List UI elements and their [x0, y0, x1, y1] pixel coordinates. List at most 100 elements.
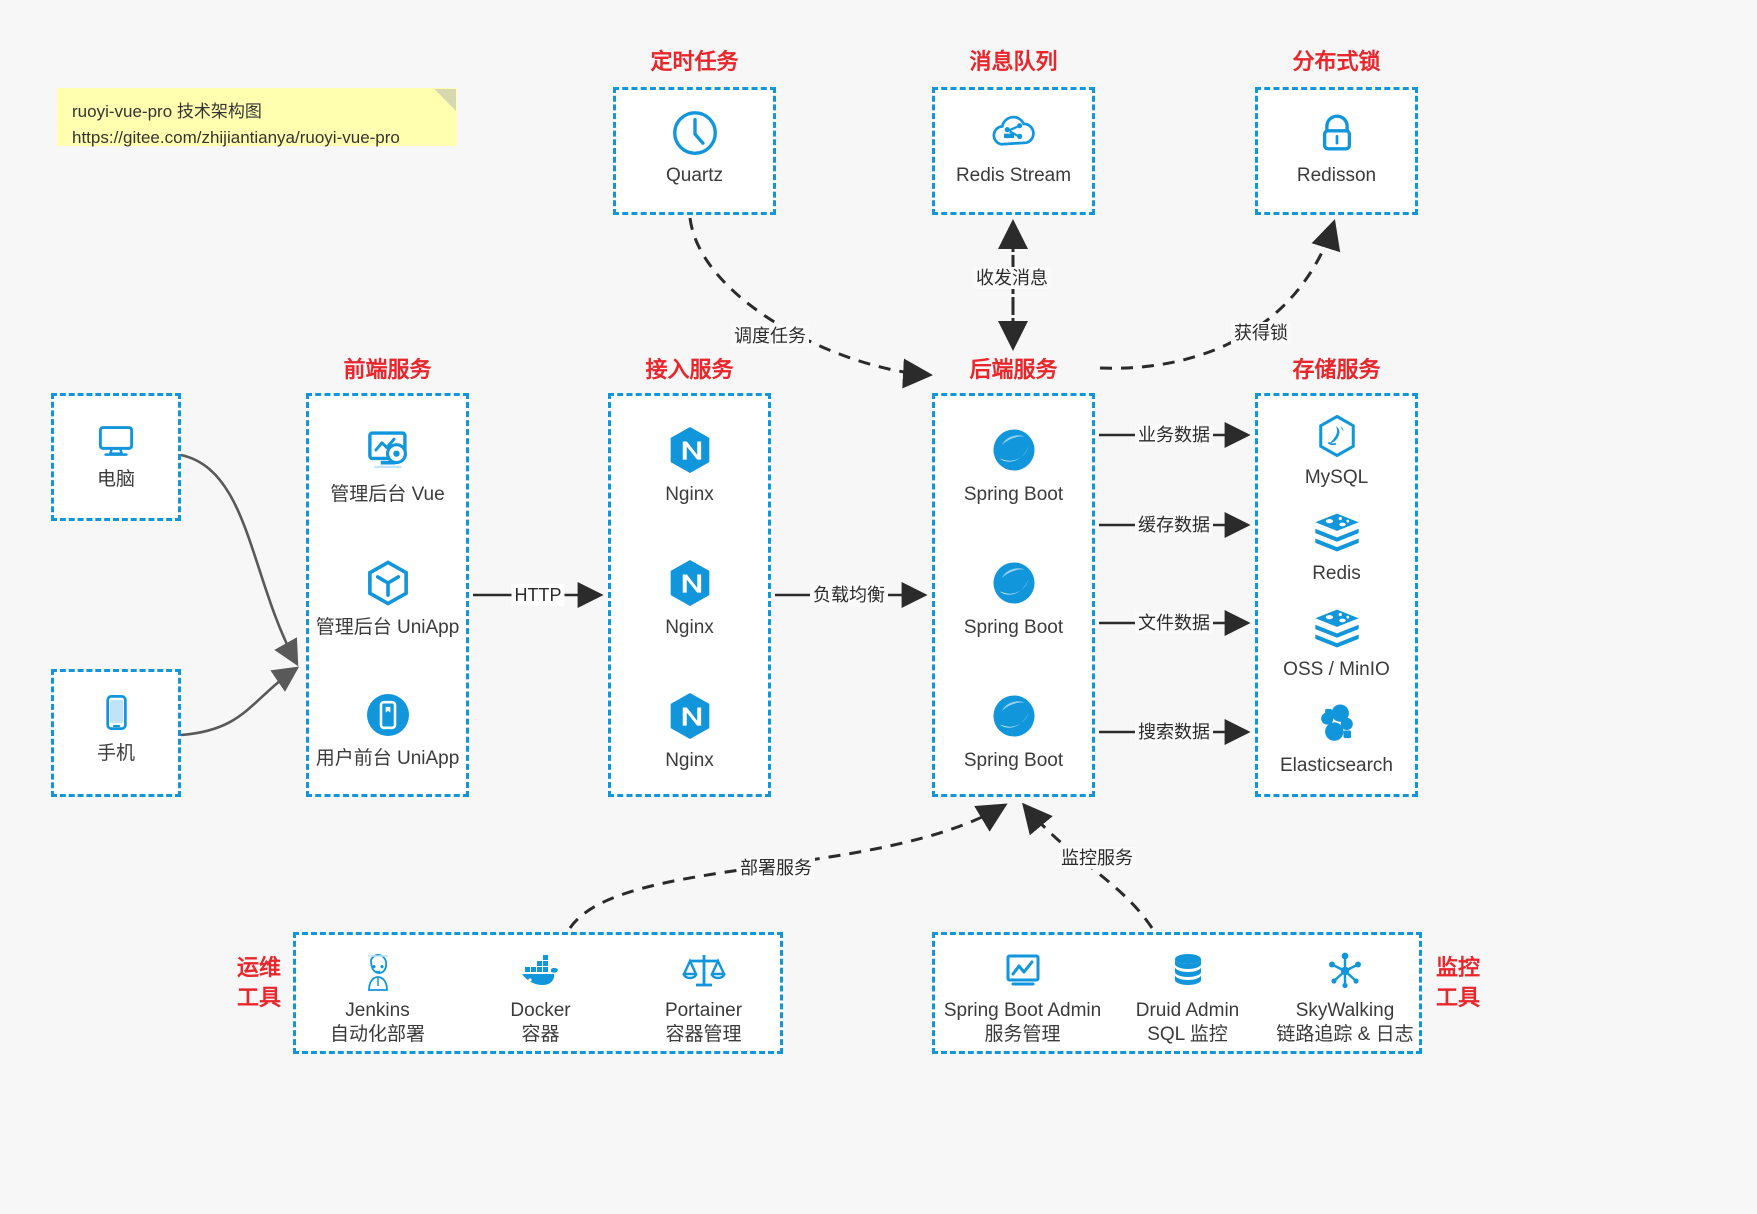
- group-storage[interactable]: MySQL Redis OS: [1255, 393, 1418, 797]
- group-backend[interactable]: Spring Boot Spring Boot Spring Boot: [932, 393, 1095, 797]
- node-user-uniapp[interactable]: 用户前台 UniApp: [309, 687, 466, 771]
- node-label: Quartz: [665, 165, 724, 186]
- node-label: Docker: [510, 1000, 571, 1021]
- node-docker[interactable]: Docker 容器: [459, 947, 622, 1047]
- node-portainer[interactable]: Portainer 容器管理: [622, 947, 785, 1047]
- node-mysql[interactable]: MySQL: [1258, 410, 1415, 490]
- group-title-backend: 后端服务: [969, 357, 1058, 382]
- node-label: SkyWalking: [1295, 1000, 1395, 1021]
- group-frontend[interactable]: 管理后台 Vue 管理后台 UniApp 用户前台 UniApp: [306, 393, 469, 797]
- node-label: Spring Boot: [963, 484, 1064, 505]
- node-label: 管理后台 UniApp: [315, 617, 460, 638]
- node-redisson[interactable]: Redisson: [1258, 106, 1415, 188]
- edge-label-file-data: 文件数据: [1135, 612, 1213, 634]
- cloud-stream-icon: [992, 115, 1035, 146]
- node-label: Jenkins: [345, 1000, 410, 1021]
- group-device-mobile[interactable]: 手机: [51, 669, 181, 797]
- node-redis[interactable]: Redis: [1258, 506, 1415, 586]
- node-skywalking[interactable]: SkyWalking 链路追踪 & 日志: [1265, 947, 1425, 1047]
- group-title-distributed-lock: 分布式锁: [1292, 49, 1381, 74]
- node-nginx-3[interactable]: Nginx: [611, 687, 768, 773]
- group-monitor-tools[interactable]: Spring Boot Admin 服务管理 Druid Admin SQL 监…: [932, 932, 1422, 1054]
- group-devops-tools[interactable]: Jenkins 自动化部署 Docker 容器: [293, 932, 783, 1054]
- cube-icon: [367, 560, 408, 606]
- edge-acquire-lock: [1099, 219, 1341, 370]
- group-device-pc[interactable]: 电脑: [51, 393, 181, 521]
- node-label: Spring Boot Admin: [943, 1000, 1102, 1021]
- group-title-scheduled-task: 定时任务: [650, 49, 739, 74]
- node-label: Redisson: [1296, 165, 1377, 186]
- node-label: Nginx: [665, 617, 714, 638]
- diagram-note: ruoyi-vue-pro 技术架构图 https://gitee.com/zh…: [57, 88, 457, 147]
- node-admin-vue[interactable]: 管理后台 Vue: [309, 421, 466, 507]
- group-scheduled-task[interactable]: Quartz: [613, 87, 776, 215]
- node-sublabel: 服务管理: [984, 1024, 1061, 1045]
- node-elasticsearch[interactable]: Elasticsearch: [1258, 698, 1415, 778]
- scales-icon: [681, 955, 726, 987]
- node-label: 管理后台 Vue: [330, 484, 445, 505]
- node-label: 手机: [96, 743, 135, 764]
- desktop-icon: [98, 426, 134, 456]
- phone-icon: [106, 694, 127, 730]
- node-label: Redis Stream: [955, 165, 1072, 186]
- edge-pc-to-frontend: [180, 453, 299, 667]
- node-nginx-2[interactable]: Nginx: [611, 554, 768, 640]
- node-oss-minio[interactable]: OSS / MinIO: [1258, 602, 1415, 682]
- docker-icon: [521, 955, 558, 985]
- edge-label-http: HTTP: [511, 584, 565, 606]
- group-title-storage: 存储服务: [1292, 357, 1381, 382]
- group-distributed-lock[interactable]: Redisson: [1255, 87, 1418, 215]
- group-title-gateway: 接入服务: [645, 357, 734, 382]
- edge-mobile-to-frontend: [180, 666, 300, 737]
- monitor-chart-icon: [1006, 954, 1039, 986]
- edge-label-deploy-service: 部署服务: [737, 857, 815, 879]
- note-fold-icon: [434, 89, 456, 111]
- node-quartz[interactable]: Quartz: [616, 106, 773, 188]
- node-admin-uniapp[interactable]: 管理后台 UniApp: [309, 554, 466, 640]
- spring-icon: [992, 695, 1035, 737]
- lock-icon: [1322, 114, 1351, 151]
- node-spring-boot-1[interactable]: Spring Boot: [935, 421, 1092, 507]
- node-label: Elasticsearch: [1280, 755, 1393, 776]
- note-line-2: https://gitee.com/zhijiantianya/ruoyi-vu…: [72, 128, 400, 147]
- group-title-message-queue: 消息队列: [969, 49, 1058, 74]
- node-druid-admin[interactable]: Druid Admin SQL 监控: [1110, 947, 1265, 1047]
- node-label: Spring Boot: [963, 617, 1064, 638]
- node-spring-boot-3[interactable]: Spring Boot: [935, 687, 1092, 773]
- node-spring-boot-2[interactable]: Spring Boot: [935, 554, 1092, 640]
- node-nginx-1[interactable]: Nginx: [611, 421, 768, 507]
- edge-label-search-data: 搜索数据: [1135, 721, 1213, 743]
- node-pc[interactable]: 电脑: [54, 414, 178, 492]
- node-label: 用户前台 UniApp: [315, 748, 460, 769]
- nginx-icon: [670, 560, 709, 606]
- edge-label-business-data: 业务数据: [1135, 424, 1213, 446]
- group-message-queue[interactable]: Redis Stream: [932, 87, 1095, 215]
- node-label: Druid Admin: [1135, 1000, 1240, 1021]
- edge-label-acquire-lock: 获得锁: [1231, 322, 1291, 344]
- elasticsearch-icon: [1320, 704, 1353, 741]
- node-spring-boot-admin[interactable]: Spring Boot Admin 服务管理: [935, 947, 1110, 1047]
- node-mobile[interactable]: 手机: [54, 688, 178, 766]
- node-label: MySQL: [1304, 467, 1369, 488]
- node-label: OSS / MinIO: [1283, 659, 1390, 680]
- edge-label-load-balance: 负载均衡: [810, 584, 888, 606]
- node-sublabel: 容器: [521, 1024, 560, 1045]
- node-jenkins[interactable]: Jenkins 自动化部署: [296, 947, 459, 1047]
- group-title-devops-tools: 运维 工具: [229, 953, 289, 1013]
- node-label: Nginx: [665, 750, 714, 771]
- group-title-devops-line-2: 工具: [236, 985, 281, 1010]
- spring-icon: [992, 562, 1035, 604]
- mysql-icon: [1318, 414, 1355, 458]
- edge-label-monitor-service: 监控服务: [1058, 847, 1136, 869]
- group-gateway[interactable]: Nginx Nginx Nginx: [608, 393, 771, 797]
- group-title-monitor-tools: 监控 工具: [1428, 953, 1488, 1013]
- node-sublabel: 自动化部署: [329, 1024, 425, 1045]
- node-label: 电脑: [96, 469, 135, 490]
- nginx-icon: [670, 427, 709, 473]
- jenkins-icon: [367, 954, 388, 991]
- nginx-icon: [670, 693, 709, 739]
- node-redis-stream[interactable]: Redis Stream: [935, 106, 1092, 188]
- mobile-app-icon: [366, 694, 409, 736]
